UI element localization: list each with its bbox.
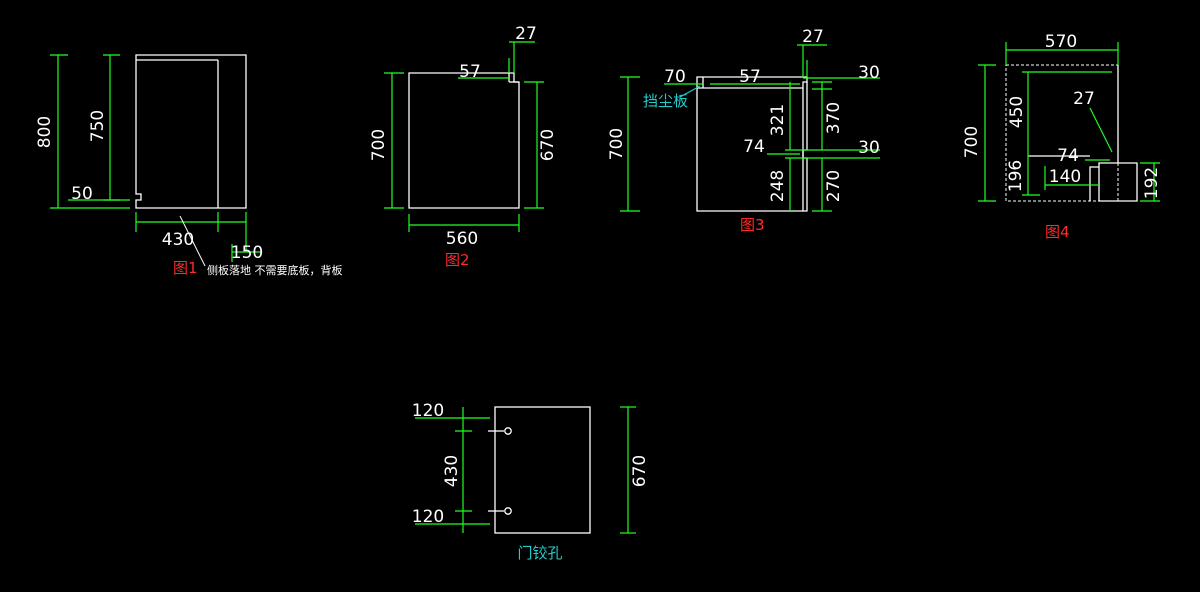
fig1-dim-150: 150 bbox=[231, 243, 263, 263]
fig3-dust-board-callout: 挡尘板 bbox=[643, 92, 688, 110]
fig2-label: 图2 bbox=[445, 251, 470, 269]
fig1-note: 侧板落地 不需要底板，背板 bbox=[207, 263, 343, 277]
fig3-dim-70: 70 bbox=[664, 67, 686, 87]
fig2-dim-lines bbox=[384, 41, 544, 232]
figure-2: 700 670 560 57 27 图2 bbox=[369, 24, 558, 269]
fig1-side-panel-outline bbox=[135, 54, 247, 209]
door-dim-430: 430 bbox=[442, 455, 462, 487]
figure-3: 700 70 57 27 30 321 370 74 30 248 270 挡尘… bbox=[607, 27, 880, 234]
fig1-dim-800-lines bbox=[50, 54, 262, 262]
fig2-dim-27: 27 bbox=[515, 24, 537, 44]
fig4-shelf-outline bbox=[1089, 65, 1138, 202]
door-dim-120-bottom: 120 bbox=[412, 507, 444, 527]
fig4-dim-700: 700 bbox=[962, 126, 982, 158]
door-dim-670: 670 bbox=[630, 455, 650, 487]
fig4-label: 图4 bbox=[1045, 223, 1070, 241]
fig3-dim-57: 57 bbox=[739, 67, 761, 87]
fig3-dim-248: 248 bbox=[768, 170, 788, 202]
fig1-leader-line bbox=[179, 215, 206, 267]
fig2-dim-560: 560 bbox=[446, 229, 478, 249]
fig3-dim-lines bbox=[620, 44, 880, 212]
fig4-dim-570: 570 bbox=[1045, 32, 1077, 52]
fig2-dim-700: 700 bbox=[369, 129, 389, 161]
fig2-dim-670: 670 bbox=[538, 129, 558, 161]
fig1-dim-430: 430 bbox=[162, 230, 194, 250]
figure-4: 570 700 450 27 74 196 140 192 图4 bbox=[962, 32, 1162, 241]
fig3-dim-700: 700 bbox=[607, 128, 627, 160]
fig1-dim-750: 750 bbox=[88, 110, 108, 142]
hinge-hole-bottom bbox=[504, 507, 512, 515]
fig4-dim-27: 27 bbox=[1073, 89, 1095, 109]
fig4-dim-74: 74 bbox=[1057, 146, 1079, 166]
door-hinge-label: 门铰孔 bbox=[517, 544, 562, 562]
fig4-dim-196: 196 bbox=[1006, 160, 1026, 192]
fig1-label: 图1 bbox=[173, 259, 198, 277]
fig3-dim-30-mid: 30 bbox=[858, 138, 880, 158]
fig2-panel-outline bbox=[408, 72, 520, 209]
door-hinge-figure: 120 430 120 670 门铰孔 bbox=[412, 401, 650, 562]
door-dim-120-top: 120 bbox=[412, 401, 444, 421]
door-dim-lines bbox=[415, 406, 636, 534]
fig4-dim-140: 140 bbox=[1049, 167, 1081, 187]
fig3-dim-27: 27 bbox=[802, 27, 824, 47]
fig1-dim-800: 800 bbox=[35, 116, 55, 148]
fig3-dim-270: 270 bbox=[824, 170, 844, 202]
fig3-dim-321: 321 bbox=[768, 104, 788, 136]
door-panel-outline bbox=[494, 406, 591, 534]
fig3-callout-leader bbox=[679, 85, 701, 98]
fig1-dim-50: 50 bbox=[71, 184, 93, 204]
fig3-dim-30-top: 30 bbox=[858, 63, 880, 83]
fig3-dim-370: 370 bbox=[824, 102, 844, 134]
fig4-dim-450: 450 bbox=[1007, 96, 1027, 128]
figure-1: 800 750 50 430 150 图1 侧板落地 不需要底板，背板 bbox=[35, 54, 343, 277]
fig3-dim-74: 74 bbox=[743, 137, 765, 157]
fig4-dim-lines bbox=[978, 42, 1160, 202]
fig3-label: 图3 bbox=[740, 216, 765, 234]
fig2-dim-57: 57 bbox=[459, 62, 481, 82]
fig4-dim-192: 192 bbox=[1142, 167, 1162, 199]
hinge-hole-top bbox=[504, 427, 512, 435]
